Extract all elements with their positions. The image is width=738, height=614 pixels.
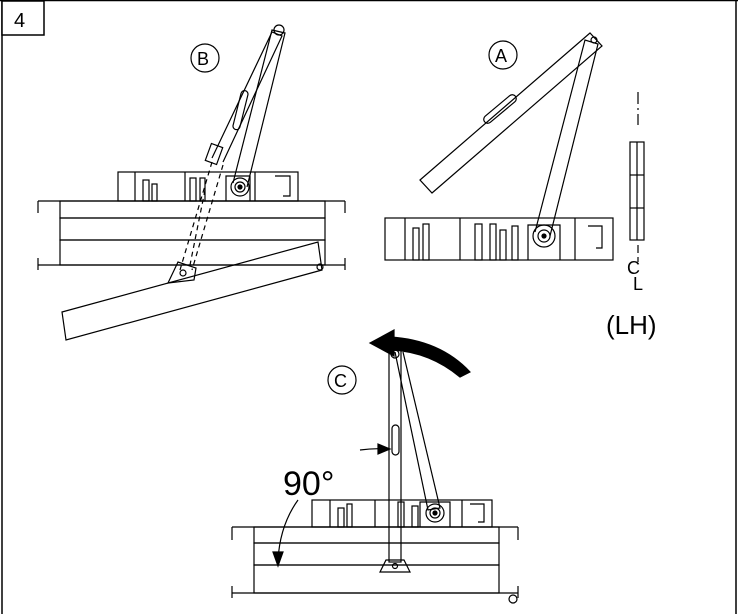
centerline-l: L	[633, 274, 643, 294]
view-c-label: C	[334, 371, 347, 391]
step-number-box: 4	[1, 0, 45, 36]
view-c-label-circle	[327, 365, 357, 395]
hand-label: (LH)	[606, 310, 657, 340]
view-a-label-circle	[488, 40, 518, 70]
step-number: 4	[14, 10, 25, 32]
angle-label: 90°	[283, 465, 334, 503]
view-c: C	[231, 328, 519, 604]
centerline-c: C	[627, 258, 640, 278]
view-a-label: A	[495, 46, 507, 66]
view-b: B	[37, 24, 346, 341]
view-a: A	[384, 32, 645, 262]
view-b-label-circle	[190, 43, 220, 73]
view-b-label: B	[197, 49, 209, 69]
